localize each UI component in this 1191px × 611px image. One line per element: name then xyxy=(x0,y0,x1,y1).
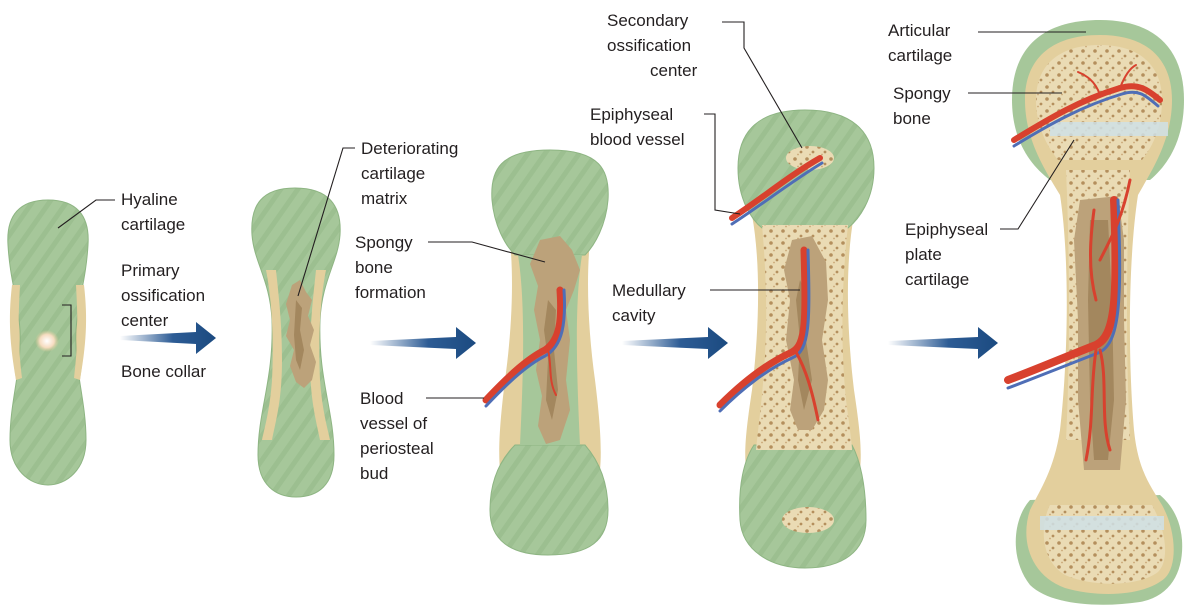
label-hyaline-cartilage: Hyaline cartilage xyxy=(121,190,185,234)
stage-2-cartilage-deterioration xyxy=(252,188,340,497)
stage-4-bottom-cartilage xyxy=(740,445,866,568)
stage-3-bottom-cartilage xyxy=(490,445,608,555)
arrow-3 xyxy=(622,327,728,359)
label-epiphyseal-plate-cartilage: Epiphyseal plate cartilage xyxy=(905,220,993,289)
secondary-ossification-center-bottom xyxy=(782,507,834,533)
arrow-2 xyxy=(370,327,476,359)
stage-1-cartilage-model xyxy=(8,200,88,485)
stage-3-spongy-bone-formation xyxy=(486,150,608,555)
leader-epiphyseal-blood-vessel xyxy=(704,114,740,214)
label-spongy-bone-formation: Spongy bone formation xyxy=(355,233,426,302)
epiphyseal-plate-bottom xyxy=(1040,516,1164,530)
label-medullary-cavity: Medullary cavity xyxy=(612,281,690,325)
stage-5-mature-bone xyxy=(1008,20,1184,605)
label-spongy-bone: Spongy bone xyxy=(893,84,955,128)
arrow-4 xyxy=(888,327,998,359)
label-epiphyseal-blood-vessel: Epiphyseal blood vessel xyxy=(590,105,685,149)
label-deteriorating-cartilage-matrix: Deteriorating cartilage matrix xyxy=(361,139,463,208)
label-bone-collar: Bone collar xyxy=(121,362,206,381)
epiphyseal-plate-top xyxy=(1050,122,1168,136)
label-articular-cartilage: Articular cartilage xyxy=(888,21,955,65)
label-secondary-ossification-center: Secondary ossification center xyxy=(607,11,698,80)
primary-ossification-center-spot xyxy=(35,330,59,352)
stage-4-secondary-ossification xyxy=(720,110,874,568)
label-blood-vessel-periosteal-bud: Blood vessel of periosteal bud xyxy=(360,389,438,483)
label-primary-ossification-center: Primary ossification center xyxy=(121,261,210,330)
